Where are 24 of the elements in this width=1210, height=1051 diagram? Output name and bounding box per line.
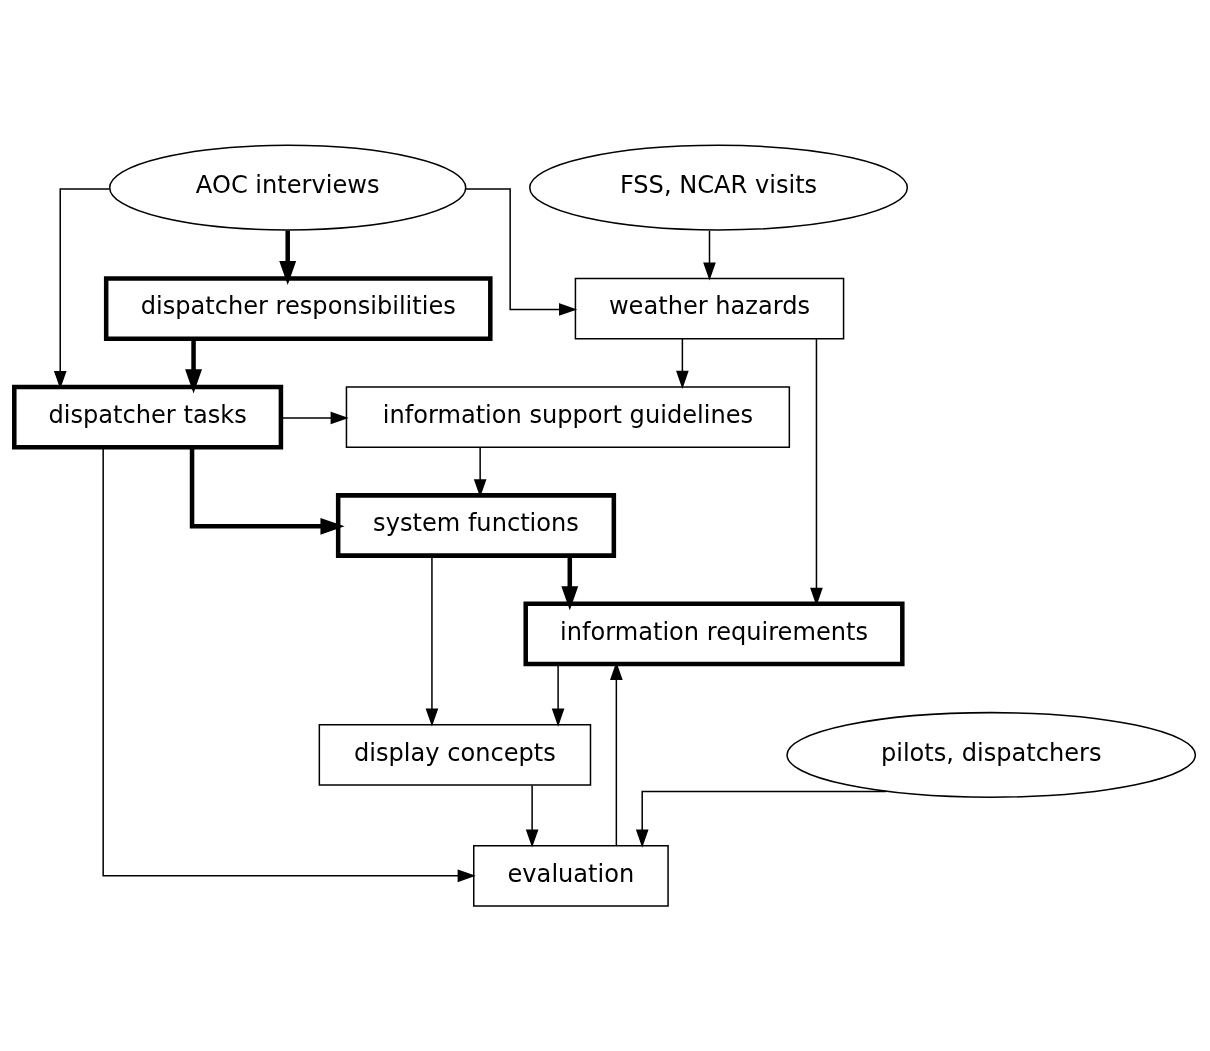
- arrow: [525, 784, 539, 848]
- arrow: [425, 555, 439, 727]
- arrow: [189, 447, 345, 535]
- node-box: dispatcher responsibilities: [103, 276, 493, 341]
- node-ellipse: FSS, NCAR visits: [529, 144, 909, 231]
- arrow: [185, 338, 202, 394]
- arrow: [464, 188, 578, 316]
- node-box: weather hazards: [574, 277, 845, 340]
- node-box: evaluation: [473, 844, 669, 907]
- arrow: [635, 790, 887, 848]
- arrow: [279, 230, 297, 286]
- arrow: [280, 411, 349, 425]
- node-box: information requirements: [523, 601, 905, 667]
- arrow: [102, 447, 476, 883]
- node-ellipse: AOC interviews: [108, 144, 467, 231]
- node-box: dispatcher tasks: [12, 384, 284, 450]
- node-box: information support guidelines: [345, 386, 791, 448]
- arrow: [676, 338, 689, 389]
- arrow: [561, 555, 579, 611]
- node-ellipse: pilots, dispatchers: [786, 711, 1197, 798]
- node-box: display concepts: [318, 724, 592, 786]
- arrow: [551, 663, 565, 727]
- node-box: system functions: [335, 493, 617, 558]
- arrow: [703, 229, 716, 281]
